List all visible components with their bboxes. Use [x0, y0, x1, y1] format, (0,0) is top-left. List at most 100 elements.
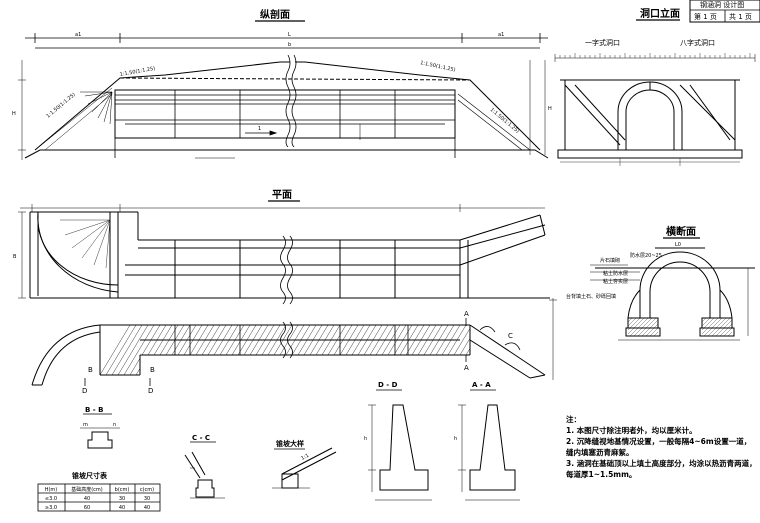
cs-hatch-line [723, 327, 733, 337]
hatch-line [267, 325, 299, 375]
portal-straight-label: 一字式洞口 [585, 38, 620, 47]
dim-top-mid: b [288, 42, 291, 48]
title-block [689, 0, 760, 23]
plan-left-dim [18, 211, 26, 299]
cs-hatch-line [627, 317, 637, 327]
hatch-line [141, 325, 173, 375]
dim-opening: 1 [258, 126, 261, 132]
dim-right-h: H [548, 106, 552, 112]
hatch-line [165, 325, 197, 375]
plan-right-dim [549, 298, 557, 380]
hatch-line [417, 325, 449, 375]
cs-hatch-line [701, 317, 707, 323]
hatch-line [357, 325, 389, 375]
bb-title: B - B [85, 406, 103, 414]
table-header-cell: 基础高度(cm) [71, 486, 103, 493]
table-header-cell: H(m) [45, 487, 58, 493]
slope-label-left: 1:1.50(1:1.25) [45, 92, 76, 120]
table-header-cell: c(cm) [140, 487, 154, 493]
hatch-line [327, 325, 359, 375]
hatch-line [435, 325, 467, 375]
left-height-dims [18, 60, 546, 160]
hatch-line [369, 325, 401, 375]
table-cell: ≤3.0 [45, 496, 57, 502]
hatch-line [213, 325, 245, 375]
portal-bottom-dims [560, 158, 740, 166]
title-block-top: 钢涵洞 设计图 [700, 0, 744, 9]
hatch-line [333, 325, 365, 375]
aa-title: A - A [472, 381, 491, 389]
note-item-5: 每道厚1~1.5mm。 [566, 470, 637, 479]
hatch-line [351, 325, 383, 375]
dim-cs-span: L0 [675, 242, 681, 248]
plan-section-markers [84, 318, 521, 386]
hatch-line [111, 325, 143, 375]
hatch-line [303, 325, 335, 375]
dd-section [368, 404, 432, 501]
step-detail-title: 锥坡大样 [275, 439, 304, 448]
cs-label-clay: 粘土防水层 [603, 270, 628, 277]
cone-slope-left-hatch [34, 87, 113, 151]
cs-hatch-line [701, 317, 715, 331]
cs-hatch-line [701, 317, 719, 335]
table-title: 锥坡尺寸表 [71, 471, 108, 480]
hatch-line [291, 325, 323, 375]
cs-hatch-line [707, 317, 727, 337]
hatch-line [399, 325, 431, 375]
longitudinal-dimension-line [25, 33, 548, 49]
step-detail-drawing [272, 447, 337, 489]
marker-a-top: A [464, 310, 469, 318]
step-slope-label: 1:1 [300, 453, 310, 462]
dim-left-h: H [12, 111, 16, 117]
plan-cone-hatch [60, 219, 111, 269]
hatch-line [249, 325, 281, 375]
hatch-line [285, 325, 317, 375]
portal-elevation-drawing [557, 79, 743, 159]
table-grid [37, 483, 161, 512]
cs-hatch-line [719, 323, 733, 337]
cross-section-drawing [595, 247, 755, 337]
hatch-line [447, 325, 470, 375]
hatch-line [261, 325, 293, 375]
hatch-line [117, 325, 149, 375]
flow-arrow-longitudinal [245, 130, 278, 136]
cc-title: C - C [192, 434, 210, 442]
cs-hatch-line [629, 317, 649, 337]
hatch-line [393, 325, 425, 375]
plan-lower-half [31, 324, 546, 386]
cs-label-fill: 片石填砌 [600, 257, 620, 264]
hatch-line [453, 325, 470, 375]
portal-elevation-title: 洞口立面 [640, 7, 680, 20]
cs-hatch-line [645, 323, 659, 337]
dim-plan-w: B [13, 254, 17, 260]
notes-title: 注： [566, 415, 581, 424]
hatch-line [225, 325, 257, 375]
cs-label-ground: 台背填土石、砂砾回填 [566, 293, 616, 300]
hatch-line [153, 325, 185, 375]
cs-label-pipe-base: 粘土夯实层 [603, 278, 628, 285]
cross-section-hatch [627, 317, 733, 337]
hatch-line [363, 325, 395, 375]
table-cell: 40 [119, 505, 125, 511]
note-item-1: 1. 本图尺寸除注明者外，均以厘米计。 [566, 426, 697, 435]
hatch-line [387, 325, 419, 375]
marker-a-bottom: A [464, 364, 469, 372]
table-header-cell: b(cm) [115, 487, 130, 493]
longitudinal-title: 纵剖面 [260, 8, 290, 21]
marker-b-left: B [88, 366, 93, 374]
break-symbol-plan-lower [280, 321, 293, 359]
hatch-line [309, 325, 341, 375]
dim-bb-b: n [113, 422, 116, 428]
break-symbol-plan [280, 235, 293, 305]
hatch-line [123, 325, 155, 375]
cs-hatch-line [727, 331, 733, 337]
cs-hatch-line [627, 317, 645, 335]
plan-lower-dividers [174, 325, 409, 355]
hatch-line [237, 325, 269, 375]
notes-block: 注： 1. 本图尺寸除注明者外，均以厘米计。 2. 沉降缝视地基情况设置，一般每… [566, 414, 757, 480]
hatch-line [231, 325, 263, 375]
hatch-line [321, 325, 353, 375]
table-cell: 60 [84, 505, 90, 511]
